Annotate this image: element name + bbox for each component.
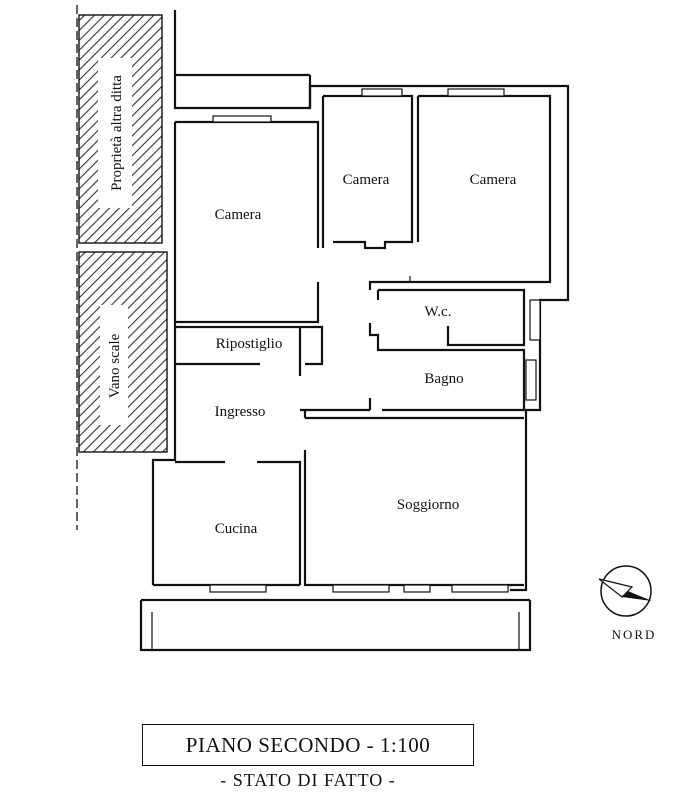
plan-title: PIANO SECONDO - 1:100 bbox=[185, 732, 431, 757]
label-bagno: Bagno bbox=[424, 371, 463, 387]
label-camera-3: Camera bbox=[470, 172, 517, 188]
room-camera-3 bbox=[368, 94, 552, 290]
label-camera-2: Camera bbox=[343, 172, 390, 188]
label-ripostiglio: Ripostiglio bbox=[216, 336, 283, 352]
room-bagno bbox=[368, 323, 526, 412]
label-soggiorno: Soggiorno bbox=[397, 497, 460, 513]
label-ingresso: Ingresso bbox=[215, 404, 266, 420]
label-camera-1: Camera bbox=[215, 207, 262, 223]
plan-title-box: PIANO SECONDO - 1:100 bbox=[142, 724, 474, 766]
north-arrow-icon bbox=[598, 565, 652, 617]
outer-walls bbox=[139, 10, 570, 652]
room-ingresso bbox=[175, 408, 370, 585]
label-vano-scale: Vano scale bbox=[107, 333, 123, 398]
label-proprieta: Proprietà altra ditta bbox=[109, 75, 125, 191]
label-wc: W.c. bbox=[425, 304, 452, 320]
room-ripostiglio bbox=[175, 325, 324, 376]
compass-label: NORD bbox=[612, 627, 657, 642]
room-wc bbox=[376, 288, 526, 347]
plan-subtitle: - STATO DI FATTO - bbox=[220, 770, 396, 790]
room-camera-2 bbox=[321, 94, 414, 250]
room-soggiorno bbox=[303, 416, 524, 587]
label-cucina: Cucina bbox=[215, 521, 258, 537]
windows bbox=[209, 88, 541, 593]
